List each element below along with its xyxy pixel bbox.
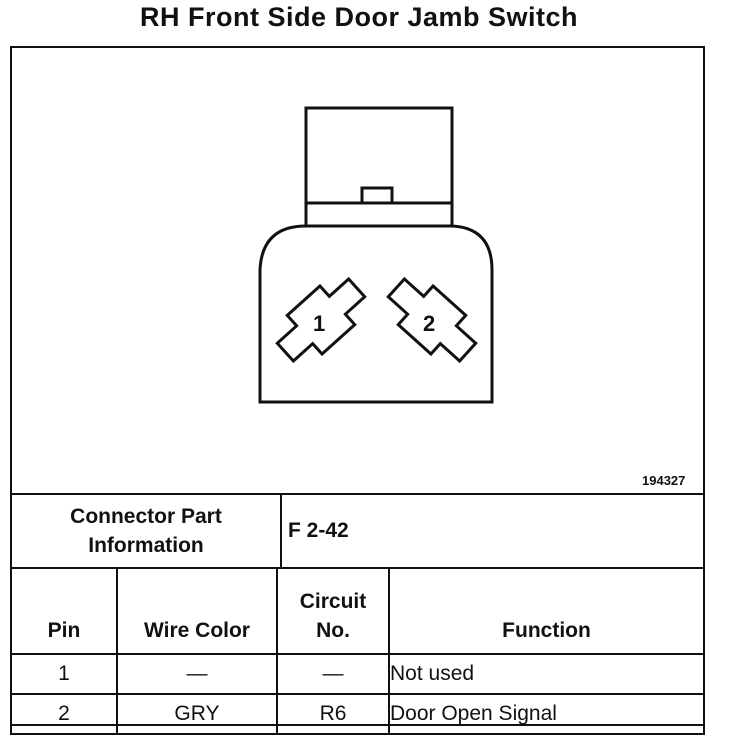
- table-row: 1 — — Not used: [10, 653, 705, 695]
- connector-diagram: 1 2: [258, 106, 494, 404]
- page-title: RH Front Side Door Jamb Switch: [139, 2, 579, 32]
- connector-body: [258, 224, 494, 404]
- function-cell: Not used: [388, 653, 705, 695]
- connector-info-label: Connector Part Information: [10, 493, 282, 569]
- pin-1-terminal: [275, 276, 367, 364]
- wire-color-cell: GRY: [116, 693, 278, 735]
- pin-table-header: Pin Wire Color Circuit No. Function: [10, 567, 705, 655]
- connector-info-value: F 2-42: [280, 493, 705, 569]
- header-pin: Pin: [10, 567, 118, 655]
- connector-tab: [360, 186, 394, 205]
- circuit-cell: R6: [276, 693, 390, 735]
- figure-reference-number: 194327: [642, 473, 686, 488]
- pin-cell: 2: [10, 693, 118, 735]
- connector-info-label-line2: Information: [88, 534, 204, 557]
- circuit-cell: —: [276, 653, 390, 695]
- header-circuit-line1: Circuit: [299, 590, 367, 613]
- connector-info-label-line1: Connector Part: [70, 505, 222, 528]
- header-circuit: Circuit No.: [276, 567, 390, 655]
- table-row: 2 GRY R6 Door Open Signal: [10, 693, 705, 735]
- function-cell: Door Open Signal: [388, 693, 705, 735]
- wire-color-cell: —: [116, 653, 278, 695]
- pin-table: Pin Wire Color Circuit No. Function 1 — …: [10, 567, 705, 735]
- pin-1-label: 1: [313, 311, 325, 336]
- connector-latch: [304, 106, 454, 228]
- header-function: Function: [388, 567, 705, 655]
- pin-2-terminal: [386, 276, 478, 364]
- connector-info-table: Connector Part Information F 2-42: [10, 493, 705, 569]
- header-circuit-line2: No.: [316, 619, 350, 642]
- pin-cell: 1: [10, 653, 118, 695]
- pin-2-label: 2: [423, 311, 435, 336]
- header-wire-color: Wire Color: [116, 567, 278, 655]
